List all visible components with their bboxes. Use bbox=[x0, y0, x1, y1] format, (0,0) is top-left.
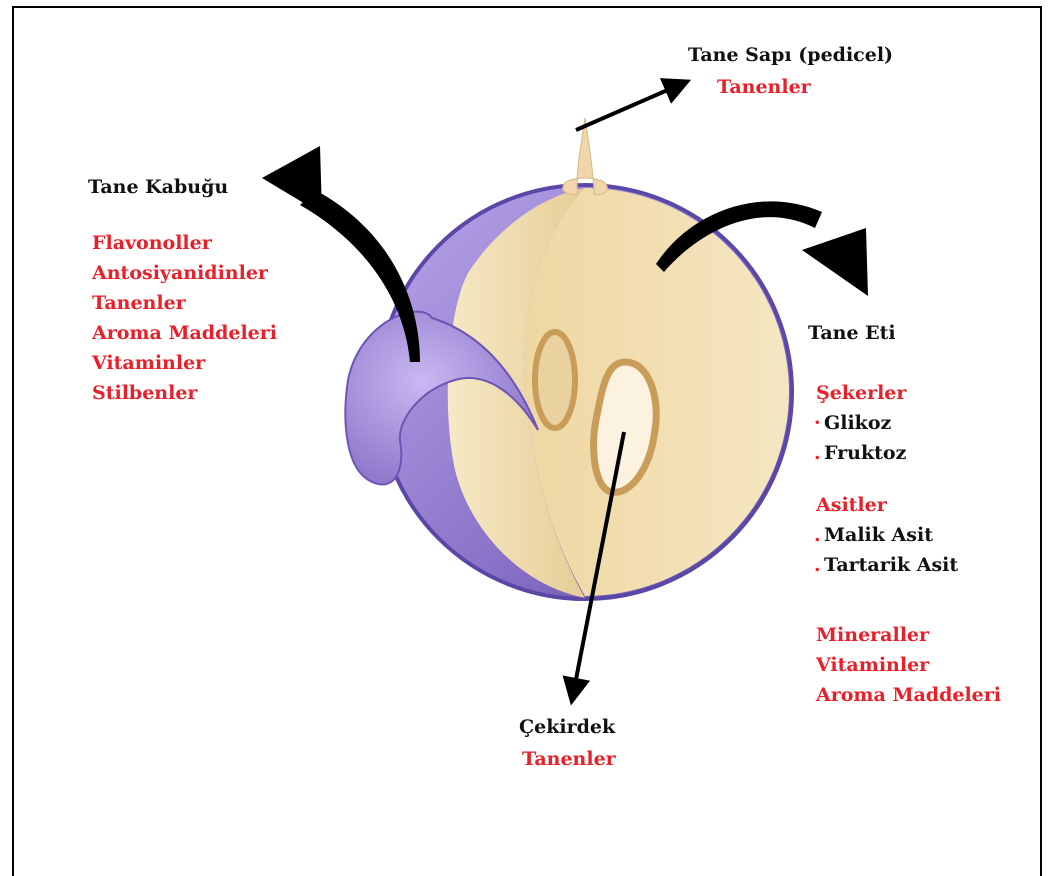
sugar-name: Fruktoz bbox=[824, 442, 906, 464]
skin-compounds-list: Flavonoller Antosiyanidinler Tanenler Ar… bbox=[92, 228, 277, 408]
list-item: ·Glikoz bbox=[814, 408, 906, 438]
acids-list: .Malik Asit .Tartarik Asit bbox=[814, 520, 958, 580]
list-item: Mineraller bbox=[816, 620, 1001, 650]
list-item: Vitaminler bbox=[92, 348, 277, 378]
pedicel bbox=[563, 118, 608, 194]
pedicel-arrow bbox=[576, 82, 686, 130]
flesh-title: Tane Eti bbox=[808, 318, 896, 348]
list-item: Aroma Maddeleri bbox=[816, 680, 1001, 710]
pedicel-title: Tane Sapı (pedicel) bbox=[688, 40, 893, 70]
list-item: .Tartarik Asit bbox=[814, 550, 958, 580]
seed-item: Tanenler bbox=[522, 744, 616, 774]
list-item: .Fruktoz bbox=[814, 438, 906, 468]
sugars-heading: Şekerler bbox=[816, 378, 906, 408]
list-item: Antosiyanidinler bbox=[92, 258, 277, 288]
skin-title: Tane Kabuğu bbox=[88, 172, 228, 202]
seed-cavity-left bbox=[535, 332, 575, 428]
sugars-list: ·Glikoz .Fruktoz bbox=[814, 408, 906, 468]
pedicel-item: Tanenler bbox=[717, 72, 811, 102]
sugar-name: Glikoz bbox=[824, 412, 891, 434]
list-item: Vitaminler bbox=[816, 650, 1001, 680]
list-item: Aroma Maddeleri bbox=[92, 318, 277, 348]
list-item: Flavonoller bbox=[92, 228, 277, 258]
acid-name: Malik Asit bbox=[824, 524, 933, 546]
acids-heading: Asitler bbox=[816, 490, 887, 520]
acid-name: Tartarik Asit bbox=[824, 554, 958, 576]
flesh-other-list: Mineraller Vitaminler Aroma Maddeleri bbox=[816, 620, 1001, 710]
list-item: Stilbenler bbox=[92, 378, 277, 408]
list-item: .Malik Asit bbox=[814, 520, 958, 550]
list-item: Tanenler bbox=[92, 288, 277, 318]
seed-title: Çekirdek bbox=[519, 712, 615, 742]
